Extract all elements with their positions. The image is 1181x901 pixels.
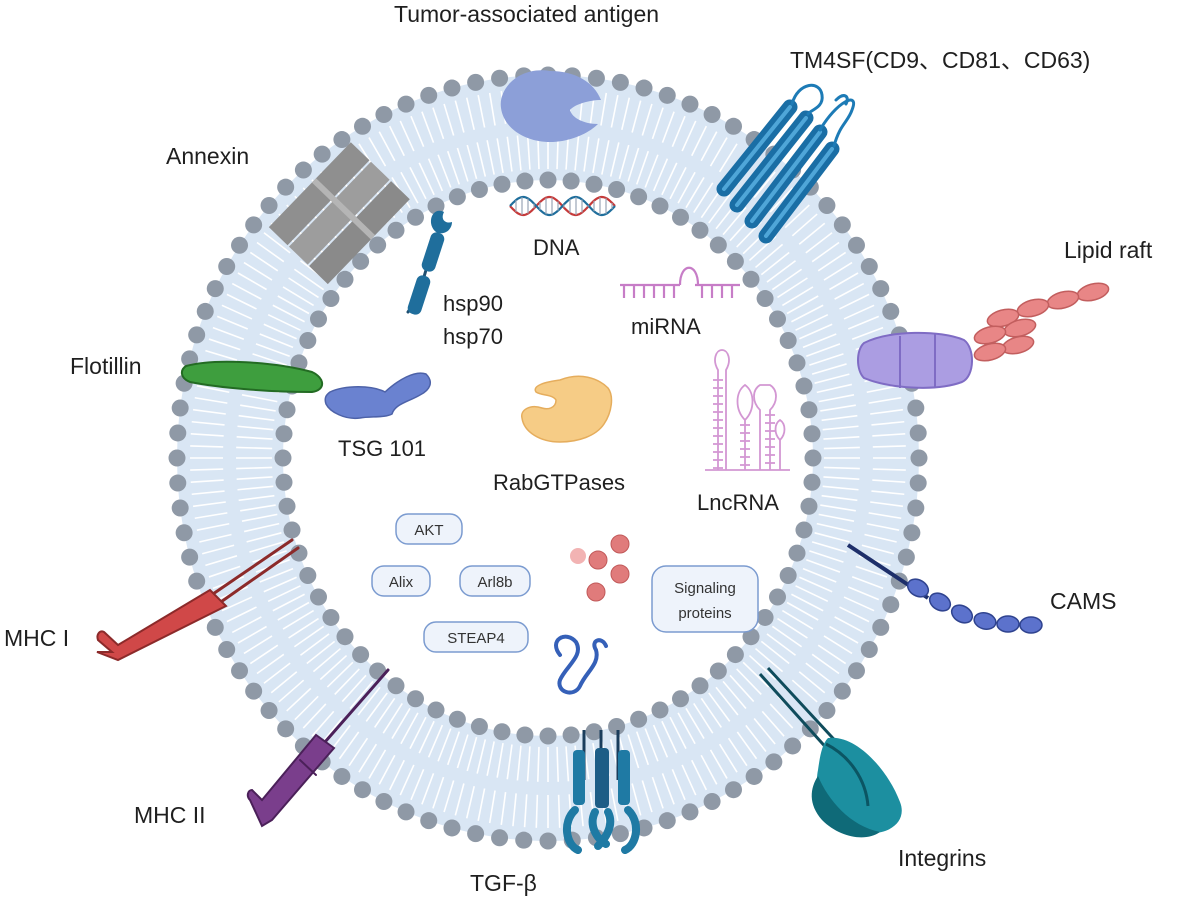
flotillin-protein	[180, 360, 324, 394]
mirna-hairpin	[620, 266, 740, 298]
signal-molecules	[570, 534, 630, 602]
pill-signaling-proteins: Signaling proteins	[651, 565, 759, 633]
label-lncrna: LncRNA	[697, 490, 779, 515]
pill-steap4: STEAP4	[423, 621, 529, 653]
label-tsg101: TSG 101	[338, 436, 426, 461]
mhc-2-protein	[246, 668, 390, 828]
label-tgf-beta: TGF-β	[470, 870, 537, 896]
pill-alix-label: Alix	[389, 574, 414, 591]
inner-lipid-heads	[274, 171, 822, 745]
lipid-raft	[857, 282, 1110, 389]
label-hsp90: hsp90	[443, 291, 503, 316]
label-mhc-1: MHC I	[4, 625, 69, 651]
tm4sf-protein	[716, 83, 856, 244]
mhc-1-protein	[96, 538, 300, 662]
pill-akt-label: AKT	[414, 522, 443, 539]
tumor-antigen-protein	[500, 70, 601, 143]
label-lipid-raft: Lipid raft	[1064, 237, 1153, 263]
pill-signaling-label-1: Signaling	[674, 580, 736, 597]
label-annexin: Annexin	[166, 143, 249, 169]
label-tumor-antigen: Tumor-associated antigen	[394, 1, 659, 27]
protein-coil	[554, 634, 608, 695]
tgf-beta-receptor	[563, 730, 640, 854]
label-rabgtpases: RabGTPases	[493, 470, 625, 495]
cams-protein	[846, 543, 1043, 634]
pill-akt: AKT	[395, 513, 463, 545]
label-cams: CAMS	[1050, 588, 1116, 614]
label-integrins: Integrins	[898, 845, 986, 871]
pill-alix: Alix	[371, 565, 431, 597]
rabgtpases-protein	[521, 375, 613, 443]
hsp-protein	[406, 210, 452, 315]
integrins-protein	[758, 666, 902, 838]
dna-helix	[509, 195, 616, 217]
label-tm4sf: TM4SF(CD9、CD81、CD63)	[790, 47, 1090, 73]
outer-lipid-heads	[168, 66, 928, 850]
lncrna-structure	[705, 349, 790, 471]
label-hsp70: hsp70	[443, 324, 503, 349]
annexin-protein	[268, 142, 410, 285]
label-dna: DNA	[533, 235, 580, 260]
pill-arl8b: Arl8b	[459, 565, 531, 597]
label-mhc-2: MHC II	[134, 802, 206, 828]
label-mirna: miRNA	[631, 314, 701, 339]
label-flotillin: Flotillin	[70, 353, 142, 379]
pill-steap4-label: STEAP4	[447, 630, 505, 647]
pill-arl8b-label: Arl8b	[477, 574, 512, 591]
tsg101-protein	[324, 372, 431, 420]
pill-signaling-label-2: proteins	[678, 605, 731, 622]
